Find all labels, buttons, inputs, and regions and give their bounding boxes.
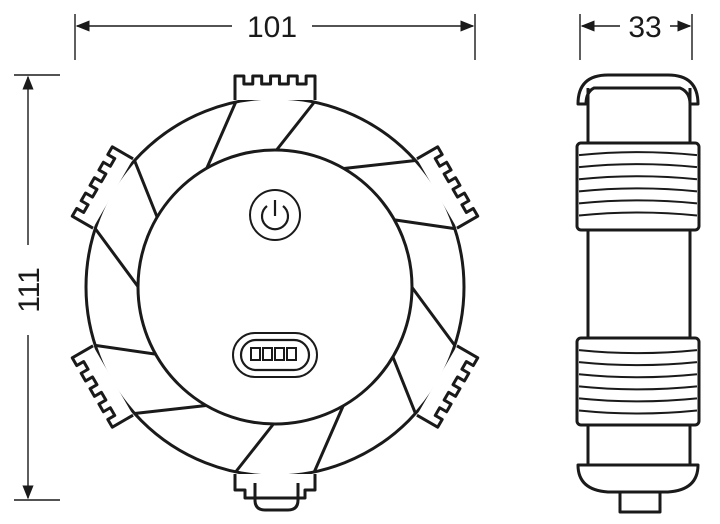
grip-rib	[578, 211, 698, 217]
battery-indicator-icon	[232, 332, 318, 378]
toothed-tab	[233, 74, 317, 100]
grip-rib	[578, 385, 698, 391]
height-label: 111	[13, 267, 46, 313]
side-view	[575, 73, 701, 514]
grip-rib	[578, 409, 698, 415]
front-view	[70, 74, 480, 512]
depth-label: 33	[628, 11, 661, 44]
grip-rib	[578, 163, 698, 169]
blade-edge	[390, 353, 417, 415]
blade-edge	[312, 402, 346, 473]
grip-rib	[578, 151, 698, 157]
inner-disc	[136, 148, 414, 426]
blade-edge	[133, 159, 160, 221]
blade-edge	[95, 343, 159, 356]
toothed-tab	[416, 145, 480, 230]
toothed-tab	[416, 344, 480, 429]
grip-rib	[578, 361, 698, 367]
width-dimension: 101	[74, 11, 476, 60]
toothed-tab	[233, 474, 317, 500]
grip-rib	[578, 349, 698, 355]
grip-rib	[578, 397, 698, 403]
blades	[70, 74, 480, 500]
toothed-tab	[70, 145, 134, 230]
power-icon	[249, 189, 301, 241]
blade-edge	[134, 403, 210, 415]
hanging-loop	[253, 483, 300, 512]
blade-edge	[273, 101, 316, 153]
top-cap	[576, 73, 700, 106]
width-label: 101	[247, 11, 297, 44]
bottom-cap	[576, 463, 700, 494]
blade-edge	[234, 421, 277, 473]
blade-edge	[204, 101, 238, 172]
height-dimension: 111	[13, 74, 60, 501]
grip-rib	[578, 373, 698, 379]
blade-edge	[340, 159, 416, 171]
toothed-tab	[70, 344, 134, 429]
blade-edge	[94, 227, 142, 291]
blade-edge	[391, 218, 455, 231]
bottom-plug	[618, 490, 662, 514]
grip-band-bottom	[575, 336, 701, 427]
depth-dimension: 33	[579, 11, 693, 60]
grip-rib	[578, 187, 698, 193]
grip-band-top	[575, 141, 701, 232]
grip-rib	[578, 199, 698, 205]
grip-rib	[578, 175, 698, 181]
blade-edge	[408, 283, 456, 347]
